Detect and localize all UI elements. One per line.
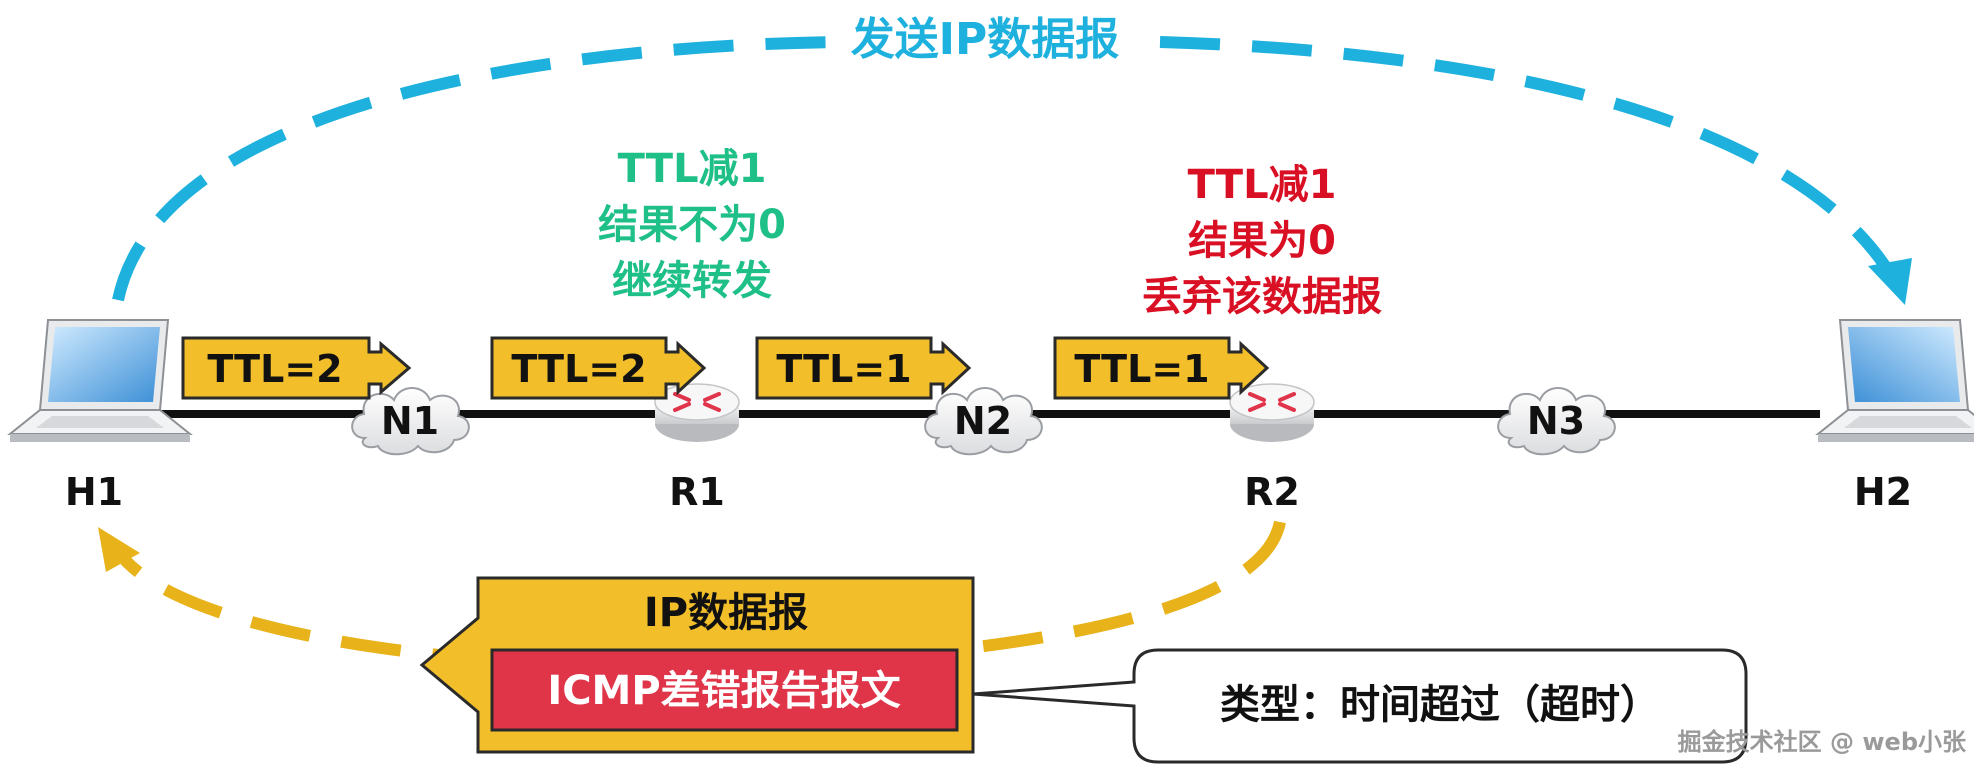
r1-note-line-3: 继续转发 xyxy=(612,258,772,304)
packet-2-label: TTL=2 xyxy=(511,347,646,391)
packet-4: TTL=1 xyxy=(1053,336,1270,400)
node-label-h2: H2 xyxy=(1854,470,1912,514)
icmp-outer-label: IP数据报 xyxy=(644,590,808,636)
watermark: 掘金技术社区 @ web小张 xyxy=(1678,728,1967,756)
icmp-inner-label: ICMP差错报告报文 xyxy=(547,668,900,714)
return-dashed-arrow xyxy=(120,520,1286,673)
host-h1-laptop-icon xyxy=(9,319,191,443)
host-h2-laptop-icon xyxy=(1817,319,1974,443)
r1-note-line-2: 结果不为0 xyxy=(598,202,786,248)
packet-3-label: TTL=1 xyxy=(776,347,911,391)
r2-note: TTL减1 结果为0 丢弃该数据报 xyxy=(1142,162,1382,320)
type-callout-text: 类型：时间超过（超时） xyxy=(1220,682,1660,728)
r2-note-line-3: 丢弃该数据报 xyxy=(1142,274,1382,320)
packet-2: TTL=2 xyxy=(490,336,707,400)
packet-4-label: TTL=1 xyxy=(1074,347,1209,391)
packet-1-label: TTL=2 xyxy=(207,347,342,391)
node-label-n1: N1 xyxy=(381,399,439,443)
r1-note-line-1: TTL减1 xyxy=(618,146,767,192)
node-label-n2: N2 xyxy=(954,399,1012,443)
r2-note-line-2: 结果为0 xyxy=(1188,218,1336,264)
icmp-datagram: IP数据报 ICMP差错报告报文 xyxy=(419,576,975,754)
node-label-n3: N3 xyxy=(1527,399,1585,443)
r1-note: TTL减1 结果不为0 继续转发 xyxy=(598,146,786,304)
packet-1: TTL=2 xyxy=(181,336,412,400)
return-arrow-head xyxy=(98,527,140,572)
icmp-message-box xyxy=(490,648,959,732)
send-dashed-arrow xyxy=(112,36,1900,302)
node-label-r1: R1 xyxy=(669,470,725,514)
send-arrow-head xyxy=(1868,258,1912,305)
type-callout: 类型：时间超过（超时） xyxy=(972,648,1748,764)
packet-3: TTL=1 xyxy=(755,336,972,400)
send-label: 发送IP数据报 xyxy=(851,14,1120,65)
router-r1-icon xyxy=(653,382,741,444)
r2-note-line-1: TTL减1 xyxy=(1188,162,1337,208)
node-label-r2: R2 xyxy=(1244,470,1300,514)
router-r2-icon xyxy=(1228,382,1316,444)
node-label-h1: H1 xyxy=(65,470,123,514)
